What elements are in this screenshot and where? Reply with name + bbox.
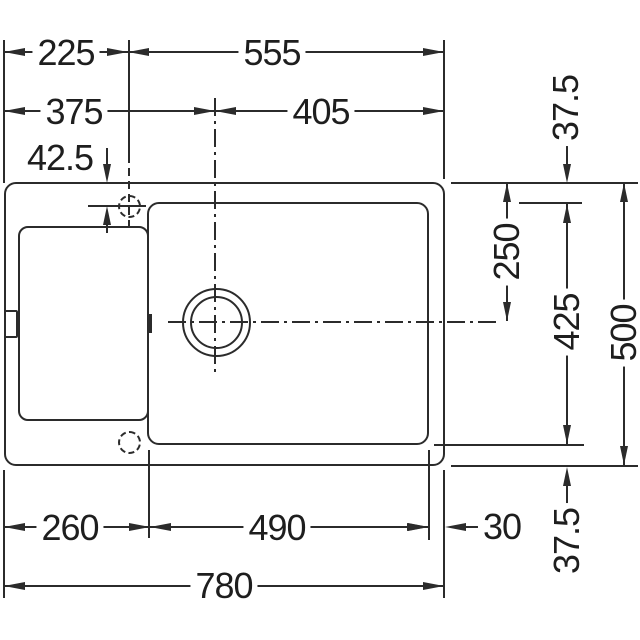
arrowhead	[4, 107, 25, 115]
arrowhead	[129, 523, 150, 531]
dim-label-500: 500	[603, 299, 640, 367]
dimension-line-30-left	[390, 526, 408, 528]
arrowhead	[4, 582, 25, 590]
divider-mark	[147, 314, 152, 333]
dim-label-425: 425	[546, 288, 587, 356]
arrowhead	[563, 467, 571, 486]
arrowhead	[563, 204, 571, 223]
dimension-line-30-right	[466, 526, 480, 528]
extension-bowl-top	[519, 202, 582, 204]
dim-label-225: 225	[32, 34, 100, 72]
arrowhead	[408, 523, 429, 531]
arrowhead	[445, 523, 466, 531]
extension-top-edge	[451, 182, 638, 184]
dim-label-490: 490	[243, 509, 311, 547]
dim-label-780: 780	[190, 567, 258, 605]
arrowhead	[423, 48, 444, 56]
dimension-line-375	[4, 110, 215, 112]
tap-centerline-upper	[128, 40, 130, 155]
extension-left-bottom	[3, 470, 5, 598]
dim-label-42-5: 42.5	[21, 139, 99, 177]
arrowhead	[128, 48, 149, 56]
dim-label-250: 250	[486, 218, 527, 286]
drainer-outline	[18, 226, 149, 421]
arrowhead	[4, 48, 25, 56]
arrowhead	[194, 107, 215, 115]
arrowhead	[215, 107, 236, 115]
extension-bowl-left-bottom	[148, 450, 150, 538]
extension-right-top	[443, 40, 445, 179]
dim-label-260: 260	[36, 509, 104, 547]
arrowhead	[620, 183, 628, 202]
extension-sink-bottom	[451, 465, 638, 467]
arrowhead	[620, 446, 628, 465]
overflow-slot	[4, 310, 18, 338]
drain-centerline-vertical	[214, 98, 216, 375]
arrowhead	[103, 164, 111, 183]
arrowhead	[563, 164, 571, 183]
dimension-line-42-5-upper	[106, 148, 108, 164]
dim-label-37-5-bottom: 37.5	[546, 502, 587, 580]
arrowhead	[423, 107, 444, 115]
dim-label-30: 30	[477, 508, 527, 546]
dimension-line-37-5-bottom	[566, 486, 568, 504]
arrowhead	[150, 523, 171, 531]
dim-label-405: 405	[287, 93, 355, 131]
extension-bowl-bottom	[434, 444, 584, 446]
drain-centerline-horizontal	[168, 321, 498, 323]
arrowhead	[563, 425, 571, 444]
dim-label-375: 375	[40, 93, 108, 131]
arrowhead	[423, 582, 444, 590]
arrowhead	[503, 302, 511, 321]
dim-label-37-5-top: 37.5	[545, 69, 586, 147]
optional-hole-circle	[118, 431, 141, 454]
extension-right-bottom	[443, 470, 445, 598]
arrowhead	[4, 523, 25, 531]
dimension-line-37-5-top	[566, 135, 568, 164]
extension-bowl-right-bottom	[428, 450, 430, 540]
arrowhead	[503, 183, 511, 202]
tap-centerline-lower	[128, 155, 130, 229]
dim-label-555: 555	[238, 34, 306, 72]
arrowhead	[103, 206, 111, 225]
arrowhead	[107, 48, 128, 56]
dimension-line-42-5-lower	[106, 225, 108, 233]
tap-hole-crosshair	[88, 205, 146, 207]
